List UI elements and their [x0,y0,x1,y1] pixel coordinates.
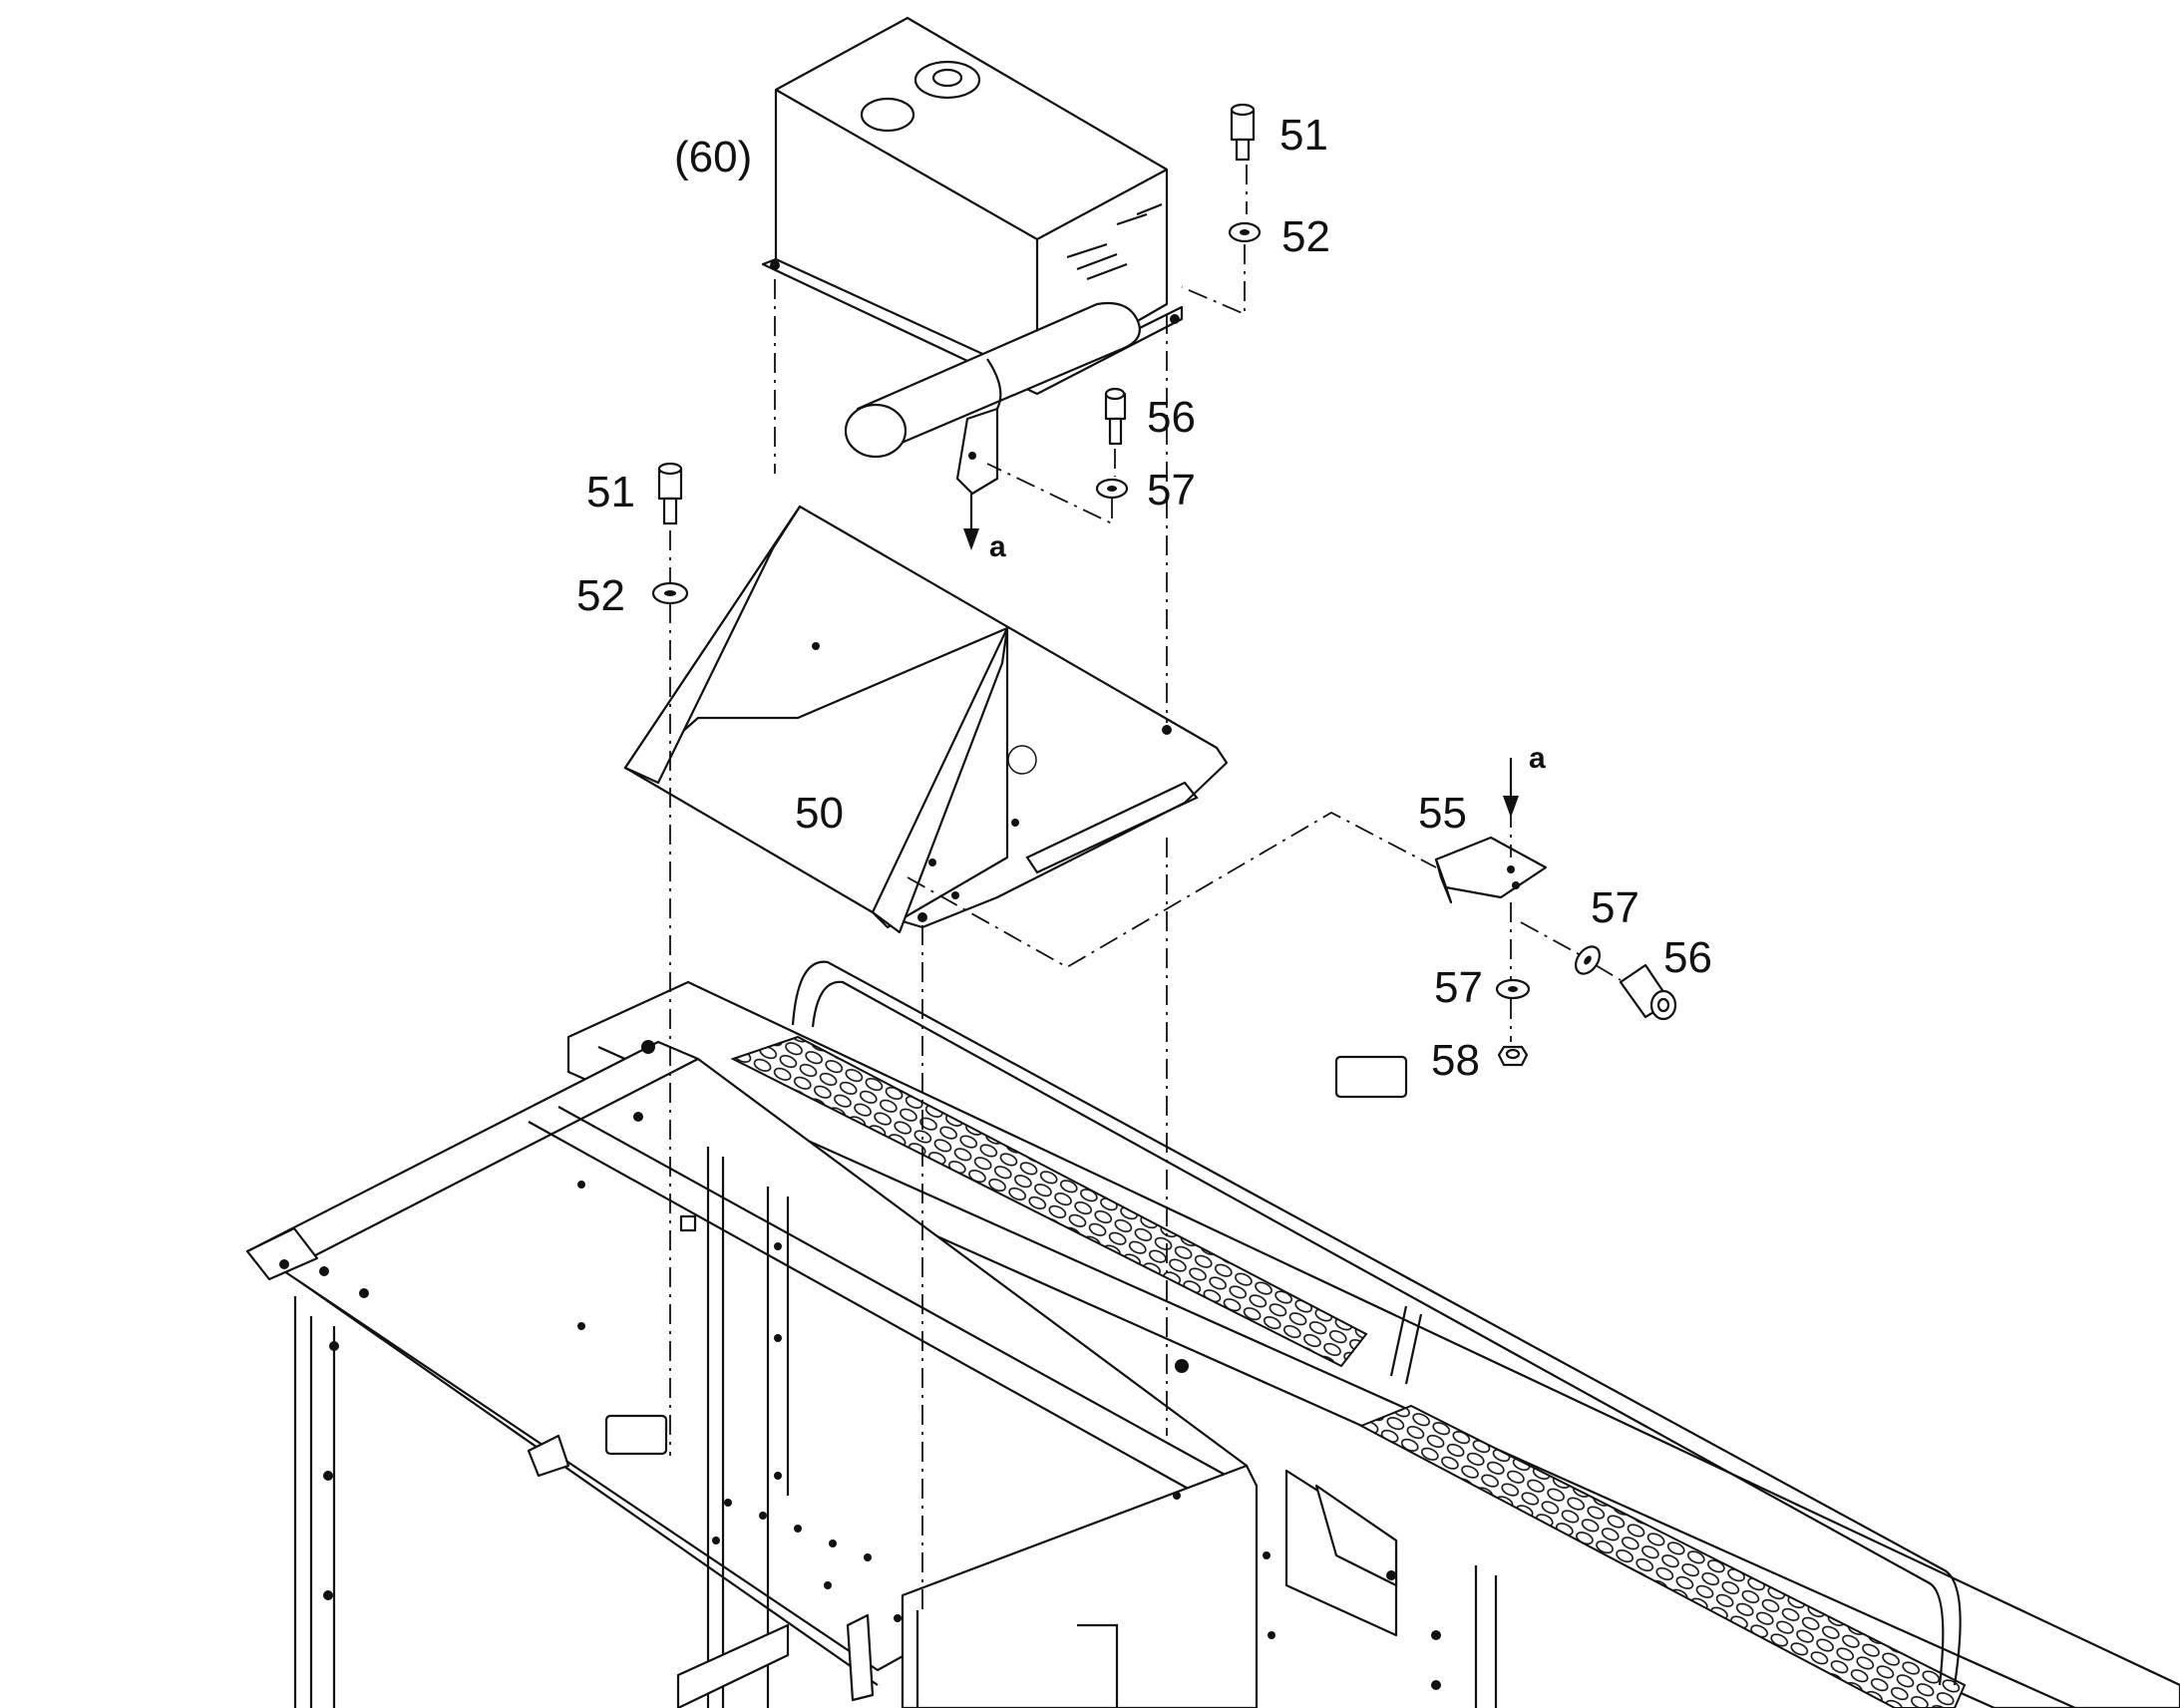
washer-52-top-right [1228,221,1262,243]
label-detail-a-from: a [989,530,1006,563]
callout-bolt-51-top-right: 51 [1279,111,1328,160]
filler-cap-icon [860,97,915,133]
callout-bolt-56-mid-right: 56 [1147,393,1196,442]
callout-bolt-51-left: 51 [586,468,635,516]
callout-tank-60: (60) [674,133,752,181]
nut-58-clip-bottom [1497,1045,1529,1067]
washer-57-clip-right [1575,945,1601,975]
washer-57-mid-right [1095,478,1129,500]
bolt-56-mid-right [1104,387,1127,446]
callout-washer-57-clip-right: 57 [1591,883,1639,932]
callout-washer-52-left: 52 [576,571,625,620]
detail-arrow-to [1503,758,1519,818]
callout-nut-58-clip-bottom: 58 [1431,1036,1480,1085]
bolt-56-clip-right [1619,963,1677,1021]
callout-bolt-56-clip-right: 56 [1663,933,1712,982]
callout-clip-55: 55 [1418,789,1467,838]
label-detail-a-to: a [1529,742,1546,775]
callout-washer-52-top-right: 52 [1281,212,1330,261]
mounting-bracket-50 [623,505,1229,934]
tank-assembly-60 [761,16,1184,496]
assembly-lines [669,165,1622,1615]
callout-bracket-50: 50 [795,789,844,838]
bolt-51-left [657,462,683,525]
washer-57-clip-bottom [1495,978,1531,1000]
base-frame [245,960,2180,1708]
bolt-51-top-right [1230,103,1256,162]
washer-52-left [651,581,689,605]
callout-washer-57-clip-bottom: 57 [1434,963,1483,1012]
clip-bracket-55 [1434,836,1548,904]
callouts: (60) 51 52 56 57 51 52 50 55 57 56 57 58… [576,111,1712,1085]
detail-arrow-from [963,494,979,550]
filler-neck-icon [913,60,981,100]
frame-holes [279,1040,1441,1690]
callout-washer-57-mid-right: 57 [1147,466,1196,514]
